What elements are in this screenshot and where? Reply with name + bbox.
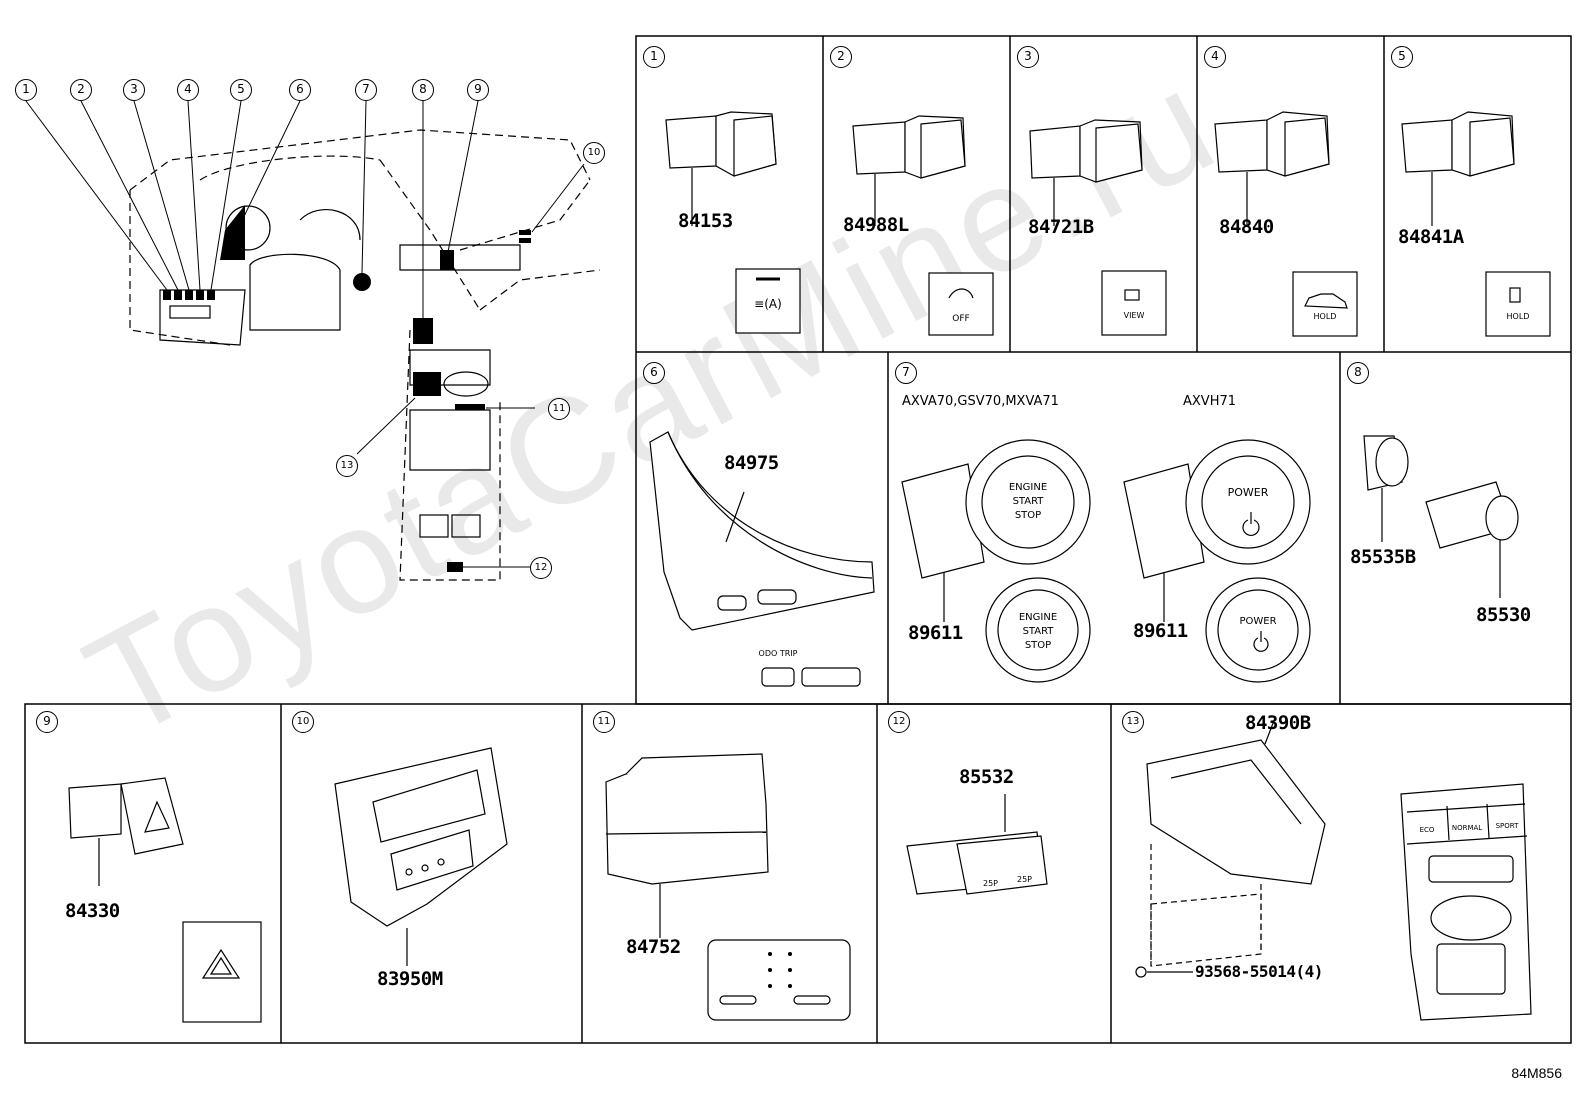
callout-11: 11 bbox=[548, 398, 570, 420]
panel-6: 6 ODO TRIP 84975 bbox=[636, 352, 888, 704]
part-number-84752: 84752 bbox=[626, 936, 681, 958]
start-text: START bbox=[1013, 496, 1045, 507]
panel-2: 2 OFF 84988L bbox=[823, 36, 1010, 352]
engine-text-face: ENGINE bbox=[1019, 612, 1057, 623]
panel-9: 9 84330 bbox=[25, 704, 281, 1043]
shift-assembly-drawing: ECO NORMAL SPORT bbox=[1135, 717, 1532, 1021]
callout-13: 13 bbox=[336, 455, 358, 477]
panel-7: 7 AXVA70,GSV70,MXVA71 AXVH71 ENGINE STAR… bbox=[888, 352, 1340, 704]
seat-heat-right-text: 25P bbox=[1017, 875, 1032, 884]
switch-84840-drawing: HOLD bbox=[1214, 111, 1358, 337]
panel-3: 3 VIEW 84721B bbox=[1010, 36, 1197, 352]
callout-5: 5 bbox=[230, 79, 252, 101]
power-text-face: POWER bbox=[1239, 616, 1276, 627]
overview-diagram: 1 2 3 4 5 6 7 8 9 10 11 12 13 bbox=[0, 0, 615, 610]
part-number-85535B: 85535B bbox=[1350, 546, 1416, 568]
part-number-89611-b: 89611 bbox=[1133, 620, 1188, 642]
start-switch-drawings: ENGINE START STOP ENGINE START STOP POWE… bbox=[901, 439, 1311, 683]
switch-84841A-drawing: HOLD bbox=[1401, 111, 1551, 337]
panel-8: 8 85535B 85530 bbox=[1340, 352, 1571, 704]
part-number-84721B: 84721B bbox=[1028, 216, 1094, 238]
part-number-84988L: 84988L bbox=[843, 214, 909, 236]
svg-text:≡(A): ≡(A) bbox=[754, 297, 782, 311]
callout-7: 7 bbox=[355, 79, 377, 101]
callout-3: 3 bbox=[123, 79, 145, 101]
part-number-84330: 84330 bbox=[65, 900, 120, 922]
panel-10: 10 83950M bbox=[281, 704, 582, 1043]
switch-panel-83950M-drawing bbox=[334, 747, 508, 966]
callout-12: 12 bbox=[530, 557, 552, 579]
switch-84752-drawing bbox=[605, 753, 851, 1021]
socket-drawings bbox=[1363, 435, 1519, 598]
panel-1: 1 ≡(A) 84153 bbox=[636, 36, 823, 352]
panel-12: 12 25P 25P 85532 bbox=[877, 704, 1111, 1043]
trim-panel-84975-drawing: ODO TRIP bbox=[649, 431, 875, 687]
callout-1: 1 bbox=[15, 79, 37, 101]
switch-84153-drawing: ≡(A) bbox=[665, 111, 801, 334]
dashboard-illustration bbox=[25, 100, 601, 581]
engine-text: ENGINE bbox=[1009, 482, 1047, 493]
part-number-84841A: 84841A bbox=[1398, 226, 1464, 248]
stop-text-face: STOP bbox=[1025, 640, 1051, 651]
start-text-face: START bbox=[1023, 626, 1055, 637]
callout-6: 6 bbox=[289, 79, 311, 101]
part-number-84153: 84153 bbox=[678, 210, 733, 232]
part-number-85530: 85530 bbox=[1476, 604, 1531, 626]
part-number-84390B: 84390B bbox=[1245, 712, 1311, 734]
icon-text-off: OFF bbox=[952, 314, 969, 324]
part-number-84840: 84840 bbox=[1219, 216, 1274, 238]
part-number-89611-a: 89611 bbox=[908, 622, 963, 644]
callout-10: 10 bbox=[583, 142, 605, 164]
diagram-code: 84M856 bbox=[1511, 1065, 1562, 1081]
icon-text-hold: HOLD bbox=[1507, 312, 1530, 321]
panel-11: 11 84752 bbox=[582, 704, 877, 1043]
icon-text-hold: HOLD bbox=[1314, 312, 1337, 321]
panel-5: 5 HOLD 84841A bbox=[1384, 36, 1571, 352]
power-text: POWER bbox=[1228, 486, 1269, 499]
switch-85532-drawing: 25P 25P bbox=[906, 794, 1048, 895]
mode-normal-text: NORMAL bbox=[1452, 824, 1482, 832]
part-number-83950M: 83950M bbox=[377, 968, 443, 990]
callout-4: 4 bbox=[177, 79, 199, 101]
callout-8: 8 bbox=[412, 79, 434, 101]
stop-text: STOP bbox=[1015, 510, 1041, 521]
switch-84988L-drawing: OFF bbox=[852, 115, 994, 336]
part-number-85532: 85532 bbox=[959, 766, 1014, 788]
callout-9: 9 bbox=[467, 79, 489, 101]
switch-84721B-drawing: VIEW bbox=[1029, 119, 1167, 336]
mode-sport-text: SPORT bbox=[1496, 822, 1520, 830]
icon-text-odo-trip: ODO TRIP bbox=[759, 649, 798, 658]
mode-eco-text: ECO bbox=[1420, 826, 1435, 834]
panel-13: 13 ECO NORMAL SPORT 84390B 93568-55014(4 bbox=[1111, 704, 1571, 1043]
icon-text-view: VIEW bbox=[1124, 311, 1145, 320]
seat-heat-left-text: 25P bbox=[983, 879, 998, 888]
callout-2: 2 bbox=[70, 79, 92, 101]
part-number-93568-55014: 93568-55014(4) bbox=[1195, 962, 1323, 981]
hazard-switch-drawing bbox=[68, 777, 262, 1023]
part-number-84975: 84975 bbox=[724, 452, 779, 474]
panel-4: 4 HOLD 84840 bbox=[1197, 36, 1384, 352]
